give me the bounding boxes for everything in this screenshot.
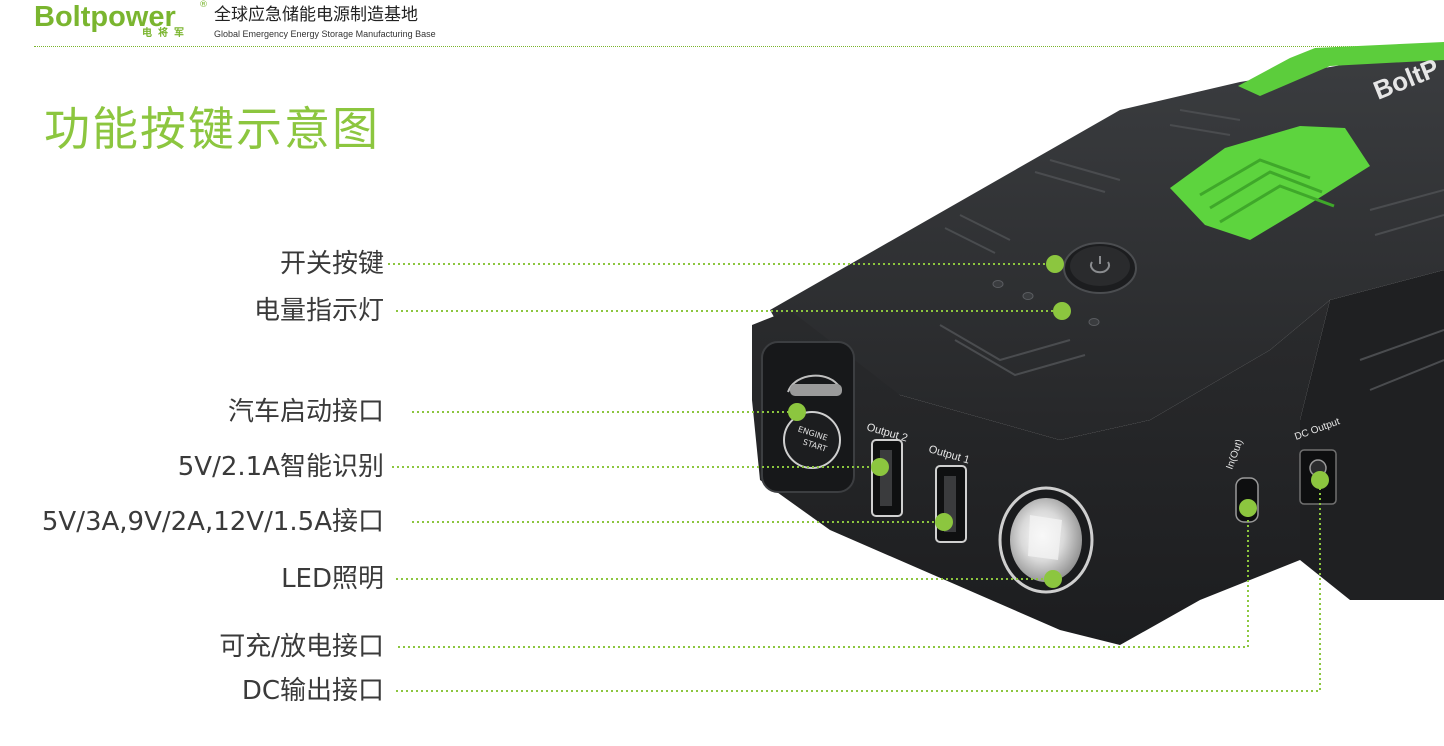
dot-led — [1044, 570, 1062, 588]
label-usb-smart: 5V/2.1A智能识别 — [177, 452, 384, 482]
label-charge-discharge-port: 可充/放电接口 — [219, 632, 384, 662]
green-clip-top — [1238, 42, 1444, 96]
label-power-button: 开关按键 — [279, 249, 384, 279]
brand-logo: Boltpower — [34, 1, 176, 33]
dot-in-out — [1239, 499, 1257, 517]
device-right-side — [1300, 270, 1444, 600]
usb-port-output2[interactable] — [871, 439, 903, 517]
dot-dc-output — [1311, 471, 1329, 489]
header-divider — [34, 46, 1444, 47]
dot-power-button — [1046, 255, 1064, 273]
brand-chinese-name: 电将军 — [142, 28, 190, 39]
page-title: 功能按键示意图 — [44, 102, 380, 156]
label-led-light: LED照明 — [281, 564, 384, 594]
power-button[interactable] — [1063, 242, 1137, 294]
led-flashlight — [998, 486, 1094, 594]
tagline-english: Global Emergency Energy Storage Manufact… — [214, 29, 436, 39]
dot-usb-qc — [935, 513, 953, 531]
header: Boltpower ® 电将军 全球应急储能电源制造基地 Global Emer… — [0, 0, 1444, 47]
device-front-face — [752, 300, 1330, 645]
dot-indicator — [1053, 302, 1071, 320]
leader-in-out — [398, 508, 1249, 648]
callout-dots — [788, 255, 1329, 588]
usb-port-output1[interactable] — [935, 465, 967, 543]
label-engine-start-port: 汽车启动接口 — [227, 397, 384, 427]
leader-lines — [388, 263, 1321, 692]
dot-usb-21a — [871, 458, 889, 476]
label-usb-quick-charge: 5V/3A,9V/2A,12V/1.5A接口 — [41, 507, 384, 537]
dot-engine-start — [788, 403, 806, 421]
green-clip-middle — [1170, 126, 1370, 240]
registered-mark: ® — [199, 0, 208, 10]
label-dc-output-port: DC输出接口 — [241, 676, 384, 706]
engine-start-port[interactable]: ENGINE START — [761, 341, 855, 493]
tagline-chinese: 全球应急储能电源制造基地 — [214, 5, 418, 25]
label-battery-indicator: 电量指示灯 — [253, 296, 384, 326]
